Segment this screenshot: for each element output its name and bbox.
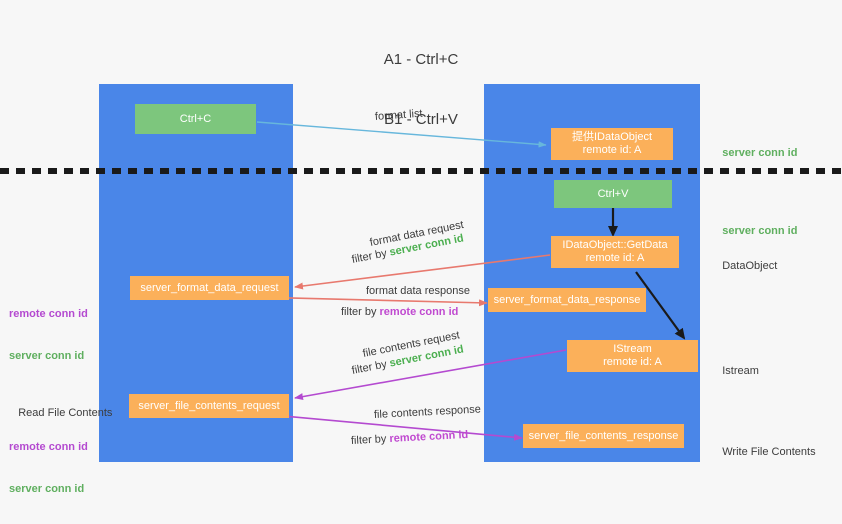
box-idataobject-getdata[interactable]: IDataObject::GetData remote id: A (551, 236, 679, 268)
flow-label-format-data-response-text: format data response (366, 285, 470, 297)
note-remote-conn-id-upper: remote conn id (9, 308, 88, 320)
note-server-conn-id-second: server conn id (710, 210, 797, 252)
note-istream: Istream (710, 350, 759, 392)
note-data-object-text: DataObject (722, 260, 778, 272)
flow-label-file-contents-response-filter: filter by remote conn id (351, 428, 469, 449)
box-istream-line2: remote id: A (603, 356, 662, 368)
filter-prefix: filter by (341, 306, 380, 318)
note-write-file-contents: Write File Contents (710, 431, 816, 473)
box-idataobject-getdata-line2: remote id: A (585, 252, 645, 264)
box-istream-line1: IStream (613, 343, 652, 355)
note-read-file-contents-text: Read File Contents (18, 407, 113, 419)
box-idataobject-getdata-line1: IDataObject::GetData (562, 239, 668, 251)
note-server-conn-id-top: server conn id (710, 132, 797, 174)
filter-prefix: filter by (350, 246, 391, 266)
phase-separator (0, 168, 842, 174)
note-remote-conn-id-lower: remote conn id (9, 441, 88, 453)
box-server-format-data-response-label: server_format_data_response (493, 293, 641, 306)
note-server-conn-id-top-text: server conn id (722, 147, 798, 159)
filter-key-remote-conn-id: remote conn id (379, 306, 459, 318)
box-server-format-data-request-label: server_format_data_request (140, 281, 279, 294)
flow-label-format-list-text: format list (374, 107, 423, 123)
note-data-object: DataObject (710, 245, 777, 287)
note-conn-ids-upper: remote conn id server conn id (9, 279, 88, 391)
box-server-format-data-request[interactable]: server_format_data_request (130, 276, 289, 300)
note-server-conn-id-lower: server conn id (9, 483, 85, 495)
box-provide-idataobject[interactable]: 提供IDataObject remote id: A (551, 128, 673, 160)
box-provide-idataobject-line1: 提供IDataObject (571, 131, 653, 143)
diagram-canvas: A1 - Ctrl+C B1 - Ctrl+V A1 remote B1 con… (0, 51, 842, 495)
box-ctrl-v[interactable]: Ctrl+V (554, 180, 672, 208)
title-line-1: A1 - Ctrl+C (383, 51, 459, 68)
note-server-conn-id-upper: server conn id (9, 350, 85, 362)
note-write-file-contents-text: Write File Contents (722, 446, 816, 458)
box-istream[interactable]: IStream remote id: A (567, 340, 698, 372)
filter-key-remote-conn-id: remote conn id (389, 428, 469, 445)
note-server-conn-id-second-text: server conn id (722, 225, 798, 237)
filter-prefix: filter by (350, 357, 391, 377)
flow-label-format-data-response-filter: filter by remote conn id (341, 305, 458, 320)
box-ctrl-c[interactable]: Ctrl+C (135, 104, 256, 134)
box-ctrl-c-label: Ctrl+C (179, 112, 212, 125)
flow-label-format-data-response: format data response (366, 284, 470, 299)
note-read-file-contents: Read File Contents (6, 392, 112, 434)
box-server-file-contents-response[interactable]: server_file_contents_response (523, 424, 684, 448)
note-conn-ids-lower: remote conn id server conn id (9, 412, 88, 524)
box-server-format-data-response[interactable]: server_format_data_response (488, 288, 646, 312)
flow-label-file-contents-response-text: file contents response (373, 403, 482, 421)
box-server-file-contents-request-label: server_file_contents_request (138, 399, 280, 412)
box-provide-idataobject-line2: remote id: A (582, 144, 642, 156)
filter-prefix: filter by (350, 432, 390, 447)
flow-label-file-contents-response: file contents response (374, 402, 482, 423)
box-ctrl-v-label: Ctrl+V (597, 187, 629, 200)
box-server-file-contents-response-label: server_file_contents_response (528, 429, 679, 442)
note-istream-text: Istream (722, 365, 759, 377)
box-server-file-contents-request[interactable]: server_file_contents_request (129, 394, 289, 418)
